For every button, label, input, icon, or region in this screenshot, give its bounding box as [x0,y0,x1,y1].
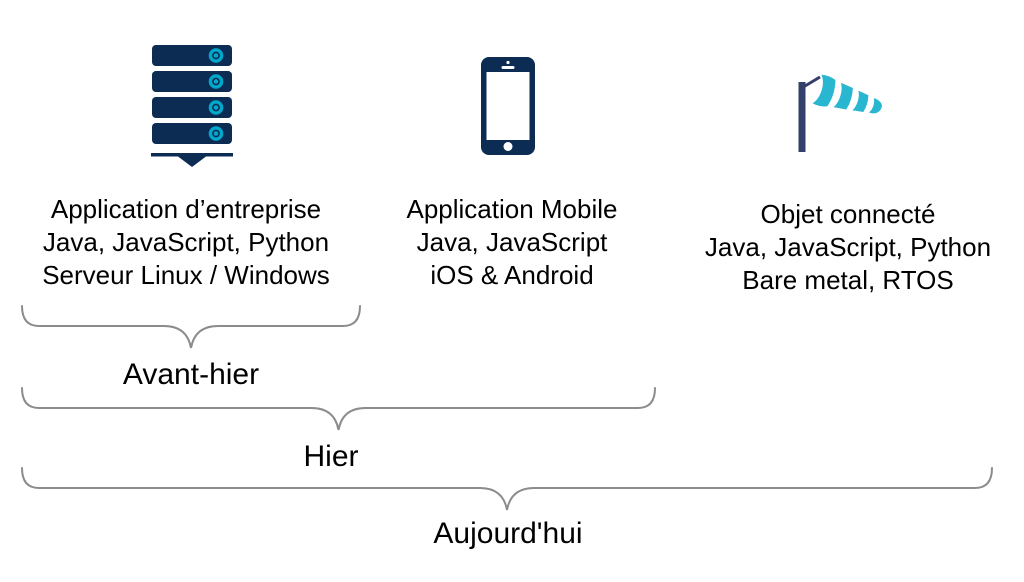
column-platform: iOS & Android [430,260,594,290]
column-languages: Java, JavaScript, Python [42,227,330,257]
column-title: Objet connecté [760,199,936,229]
mobile-column: Application Mobile Java, JavaScript iOS … [332,193,692,292]
brace-label-hier: Hier [303,440,359,473]
brace-label-avant-hier: Avant-hier [122,358,260,391]
server-icon [151,45,233,167]
column-languages: Java, JavaScript [416,227,608,257]
brace-hier [21,387,656,431]
column-title: Application Mobile [406,194,618,224]
brace-label-aujourdhui: Aujourd'hui [433,517,583,550]
column-title: Application d’entreprise [50,194,322,224]
column-platform: Serveur Linux / Windows [42,260,330,290]
column-platform: Bare metal, RTOS [742,265,954,295]
iot-column: Objet connecté Java, JavaScript, Python … [668,198,1024,297]
smartphone-icon [481,57,535,155]
brace-aujourdhui [21,467,993,511]
enterprise-column: Application d’entreprise Java, JavaScrip… [6,193,366,292]
column-languages: Java, JavaScript, Python [704,232,992,262]
brace-avant-hier [21,305,361,349]
windsock-icon [798,74,882,152]
